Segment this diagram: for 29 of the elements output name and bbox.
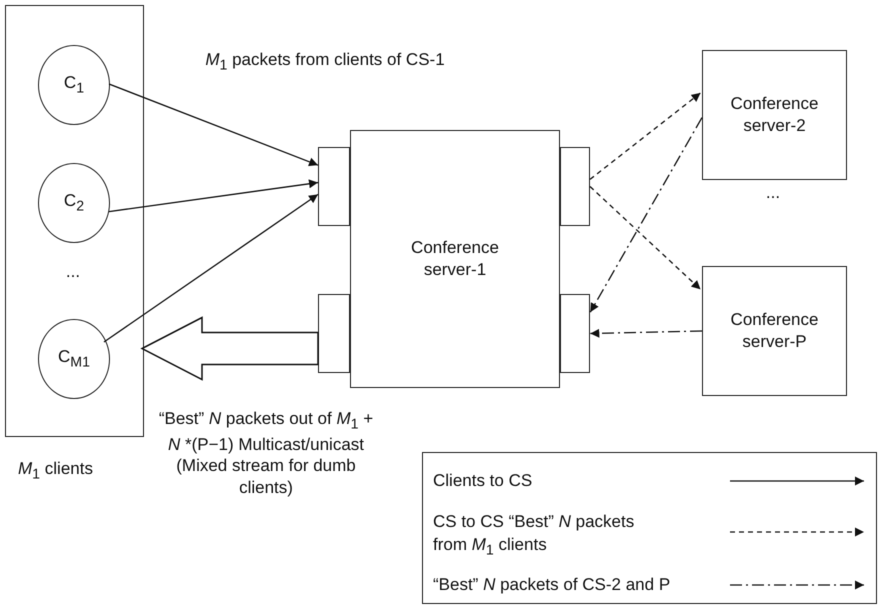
legend-label: CS to CS “Best” N packets from M$_{1}$ clients	[433, 511, 636, 560]
group-caption: M$_{1}$ clients	[18, 458, 93, 484]
node-label: Conference server-1	[410, 236, 500, 281]
ellipsis: ...	[64, 262, 82, 282]
node-label: Conference server-P	[730, 308, 820, 353]
arrow	[104, 194, 318, 343]
server-box	[702, 266, 847, 396]
legend-label: Clients to CS	[433, 470, 534, 492]
port-box	[318, 294, 350, 373]
node-label: C$_{2}$	[64, 190, 84, 216]
arrow	[108, 179, 318, 212]
edge-label: “Best” N packets out of M$_{1}$ + N *(P−1) Multicast/unicast (Mixed stream for dumb clients)	[158, 408, 374, 498]
arrow	[590, 92, 701, 180]
server-box	[702, 50, 847, 180]
legend-label: “Best” N packets of CS-2 and P	[433, 574, 672, 596]
arrow	[108, 83, 318, 166]
server-box	[350, 130, 560, 388]
hollow-arrow	[140, 316, 319, 381]
node-label: C$_{1}$	[64, 72, 84, 98]
node-label: C$_{M1}$	[58, 346, 90, 372]
port-box	[560, 294, 590, 373]
arrow	[590, 328, 702, 338]
port-box	[318, 147, 350, 226]
node-label: Conference server-2	[730, 92, 820, 137]
arrow	[590, 117, 703, 312]
port-box	[560, 147, 590, 226]
arrow	[590, 186, 701, 290]
ellipsis: ...	[764, 183, 782, 203]
flow-note: M$_{1}$ packets from clients of CS-1	[204, 50, 446, 74]
